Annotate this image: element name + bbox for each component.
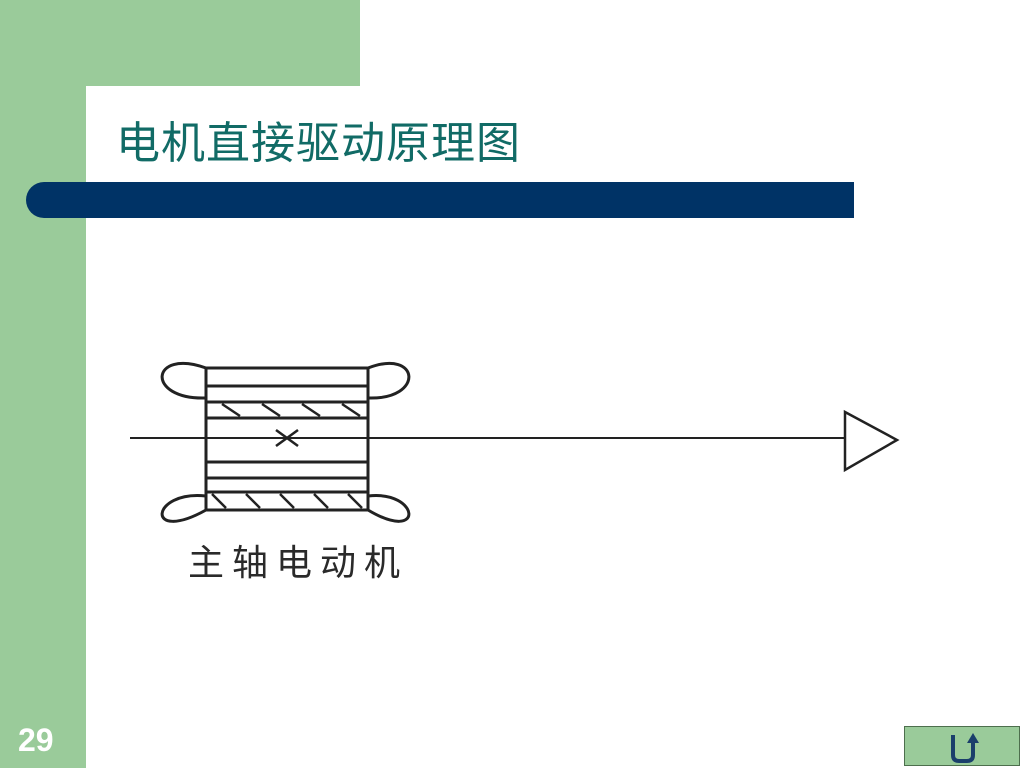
u-turn-return-icon xyxy=(951,733,979,763)
page-number: 29 xyxy=(18,722,54,758)
diagram-caption: 主轴电动机 xyxy=(188,543,409,584)
return-button[interactable] xyxy=(904,726,1020,766)
coil-top-right xyxy=(367,361,411,400)
bottom-hatch xyxy=(211,493,363,509)
coil-bottom-right xyxy=(367,494,411,523)
coil-top-left xyxy=(160,361,207,400)
sidebar-green-strip xyxy=(0,0,86,768)
axis-arrowhead xyxy=(843,409,900,473)
center-x-mark xyxy=(275,428,299,448)
top-hatch xyxy=(221,402,361,418)
title-underline-bar xyxy=(26,182,854,218)
top-green-block xyxy=(86,0,360,86)
motor-body xyxy=(204,366,370,512)
slide-title: 电机直接驱动原理图 xyxy=(116,118,521,169)
coil-bottom-left xyxy=(160,494,207,523)
